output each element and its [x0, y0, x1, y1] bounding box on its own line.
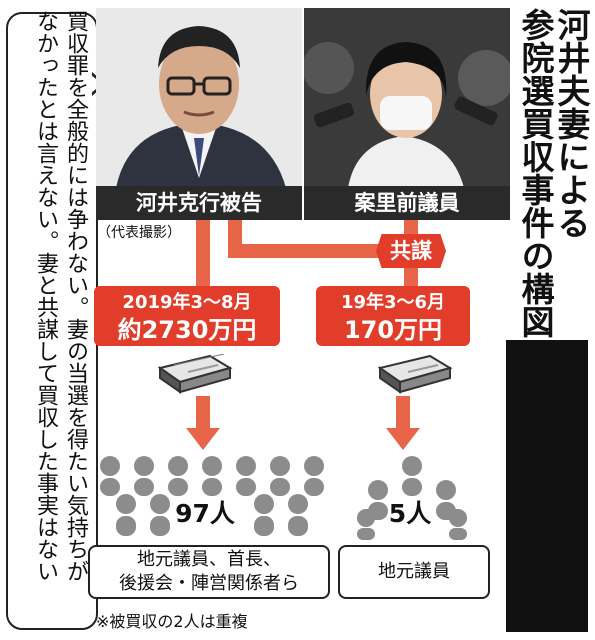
photo-credit: （代表撮影） [97, 225, 181, 241]
money-period-kawai: 2019年3～8月 [122, 292, 252, 313]
arrow-down-icon [186, 428, 220, 450]
connector-kawai-horizontal [228, 244, 408, 258]
recipient-desc-anri: 地元議員 [378, 561, 450, 582]
title-line-1: 河井夫妻による [552, 8, 591, 239]
quote-line-1: 買収罪を全般的には争わない。妻の当選を得たい気持ちが [63, 10, 88, 582]
verdict-line-1: うち4人への160万円の [551, 348, 575, 612]
money-period-anri: 19年3～6月 [340, 292, 446, 313]
verdict-box [506, 340, 588, 632]
woman-portrait-illustration [304, 8, 510, 188]
recipient-count-anri: 5人 [388, 499, 432, 528]
name-label-anri: 案里前議員 [304, 186, 510, 220]
money-bundle-icon [370, 354, 454, 398]
arrow-down-kawai-shaft [196, 396, 210, 430]
recipient-box-kawai: 地元議員、首長、 後援会・陣営関係者ら [88, 545, 330, 599]
recipient-count-kawai: 97人 [175, 499, 235, 528]
quote-line-2: なかったとは言えない。妻と共謀して買収した事実はない [33, 10, 58, 582]
diagram-title: 河井夫妻による 参院選買収事件の構図 [516, 8, 591, 338]
defendant-quote: 買収罪を全般的には争わない。妻の当選を得たい気持ちが なかったとは言えない。妻と… [14, 10, 90, 582]
arrow-down-anri-shaft [396, 396, 410, 430]
verdict-line-2: 買収罪で有罪確定 [521, 348, 545, 516]
photo-katsuyuki-kawai [96, 8, 302, 188]
verdict-text: うち4人への160万円の 買収罪で有罪確定 [518, 348, 578, 612]
money-bundle-icon [150, 353, 234, 398]
recipient-desc-line-1: 地元議員、首長、 [137, 549, 281, 570]
recipient-desc-line-2: 後援会・陣営関係者ら [119, 573, 299, 594]
connector-kawai-stub [228, 220, 242, 258]
title-line-2: 参院選買収事件の構図 [516, 8, 555, 338]
conspiracy-label: 共謀 [376, 234, 446, 268]
recipient-box-anri: 地元議員 [338, 545, 490, 599]
footnote: ※被買収の2人は重複 [96, 612, 248, 631]
person-crowd-icon [352, 452, 472, 546]
money-amount-kawai: 約2730万円 [117, 316, 257, 344]
money-box-kawai: 2019年3～8月 約2730万円 [94, 286, 280, 346]
man-portrait-illustration [96, 8, 302, 188]
photo-anri-kawai [304, 8, 510, 188]
person-crowd-icon [96, 452, 328, 546]
name-label-kawai: 河井克行被告 [96, 186, 302, 220]
money-amount-anri: 170万円 [343, 316, 443, 344]
quote-bubble [6, 12, 98, 630]
arrow-down-icon [386, 428, 420, 450]
money-box-anri: 19年3～6月 170万円 [316, 286, 470, 346]
connector-kawai-down [196, 220, 210, 286]
